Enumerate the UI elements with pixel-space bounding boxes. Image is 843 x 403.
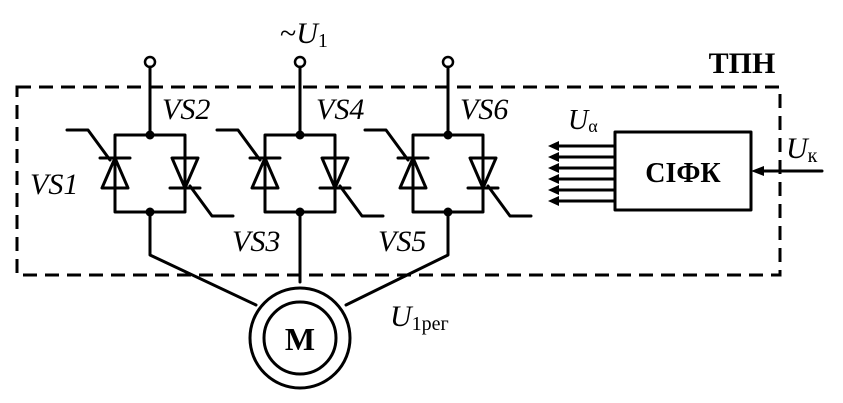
- thyristor-pair-2: [215, 128, 385, 218]
- thyristor-pair-1: [65, 128, 235, 218]
- svg-text:Uα: Uα: [568, 105, 598, 136]
- sifk-label: СІФК: [645, 158, 721, 189]
- thyristor-pair-3: [363, 128, 533, 218]
- output-label: U1рег: [390, 300, 449, 335]
- svg-text:U1рег: U1рег: [390, 300, 449, 335]
- label-vs3: VS3: [232, 225, 280, 258]
- uk-subscript: к: [808, 145, 818, 167]
- motor-wiring: [148, 210, 450, 307]
- thyristor-vs4: [320, 156, 350, 190]
- motor-label: M: [285, 321, 315, 357]
- motor-inner-circle: [262, 300, 338, 376]
- thyristor-vs3: [250, 156, 280, 190]
- regulator-boundary: [15, 85, 782, 277]
- thyristor-vs2: [170, 156, 200, 190]
- motor: M: [248, 286, 352, 390]
- output-symbol: U: [390, 300, 414, 333]
- control-pulse-arrows: [548, 141, 617, 206]
- svg-text:~U1: ~U1: [280, 17, 328, 52]
- thyristor-vs5: [398, 156, 428, 190]
- uk-label: Uк: [786, 132, 818, 167]
- supply-tilde: ~: [280, 17, 296, 50]
- label-vs4: VS4: [316, 93, 364, 126]
- thyristor-vs1: [100, 156, 130, 190]
- thyristor-vs6: [468, 156, 498, 190]
- supply-subscript: 1: [318, 30, 328, 52]
- ua-symbol: U: [568, 105, 590, 136]
- label-vs6: VS6: [460, 93, 508, 126]
- supply-symbol: U: [296, 17, 320, 50]
- motor-outer-circle: [248, 286, 352, 390]
- label-vs1: VS1: [30, 168, 78, 201]
- uk-arrow-head: [751, 166, 764, 176]
- tpn-label: ТПН: [709, 47, 776, 80]
- label-vs2: VS2: [162, 93, 210, 126]
- supply-terminals: [143, 55, 455, 137]
- label-vs5: VS5: [378, 225, 426, 258]
- ua-label: Uα: [568, 105, 598, 136]
- output-subscript: 1рег: [412, 313, 449, 335]
- uk-symbol: U: [786, 132, 810, 165]
- control-block: СІФК: [548, 130, 824, 212]
- supply-label: ~U1: [280, 17, 328, 52]
- svg-text:Uк: Uк: [786, 132, 818, 167]
- ua-subscript: α: [588, 116, 598, 136]
